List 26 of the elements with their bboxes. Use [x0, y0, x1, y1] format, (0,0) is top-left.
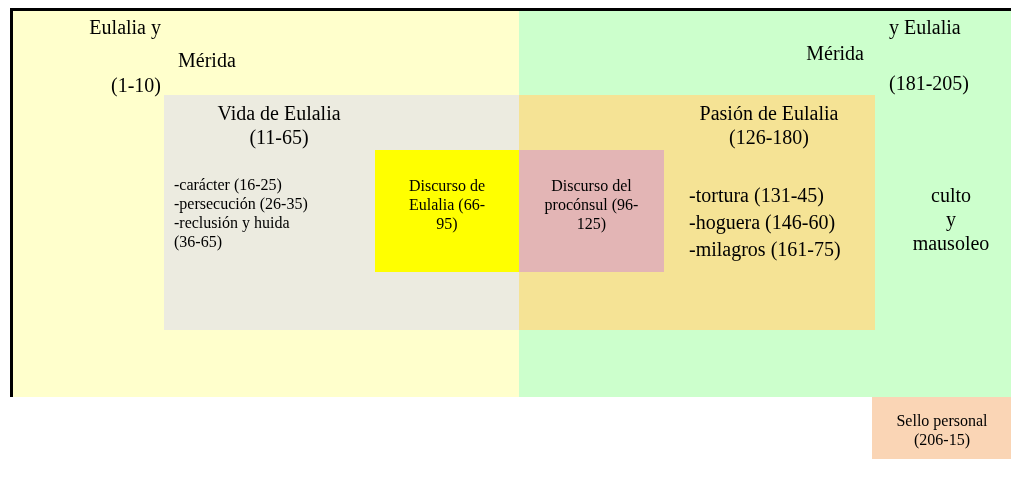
- section-panel: [164, 95, 519, 330]
- section-text: Mérida: [805, 41, 864, 65]
- section-text: y Eulalia: [889, 15, 962, 39]
- section-text: -carácter (16-25): [174, 175, 283, 195]
- section-text: Discurso de Eulalia (66-95): [408, 176, 486, 234]
- section-text: Eulalia y: [88, 15, 161, 39]
- section-panel: [519, 95, 875, 330]
- section-box: [519, 150, 664, 272]
- section-text: Discurso del procónsul (96-125): [544, 176, 639, 234]
- panel: [13, 11, 519, 397]
- section-text: (1-10): [110, 73, 161, 97]
- section-box: [375, 150, 519, 272]
- section-text: -milagros (161-75): [689, 237, 842, 261]
- section-heading: Vida de Eulalia (11-65): [216, 101, 342, 149]
- section-text: Mérida: [178, 48, 237, 72]
- section-box: [872, 397, 1011, 459]
- section-text: -persecución (26-35): [174, 194, 309, 214]
- section-text: (181-205): [889, 71, 970, 95]
- section-text: culto y mausoleo: [911, 183, 991, 255]
- panel: [519, 11, 1011, 397]
- section-heading: Pasión de Eulalia (126-180): [698, 101, 840, 149]
- section-text: -tortura (131-45): [689, 183, 825, 207]
- section-text: -reclusión y huida (36-65): [174, 213, 291, 252]
- section-text: Sello personal (206-15): [895, 411, 989, 450]
- frame: [10, 8, 1011, 397]
- section-text: -hoguera (146-60): [689, 210, 837, 234]
